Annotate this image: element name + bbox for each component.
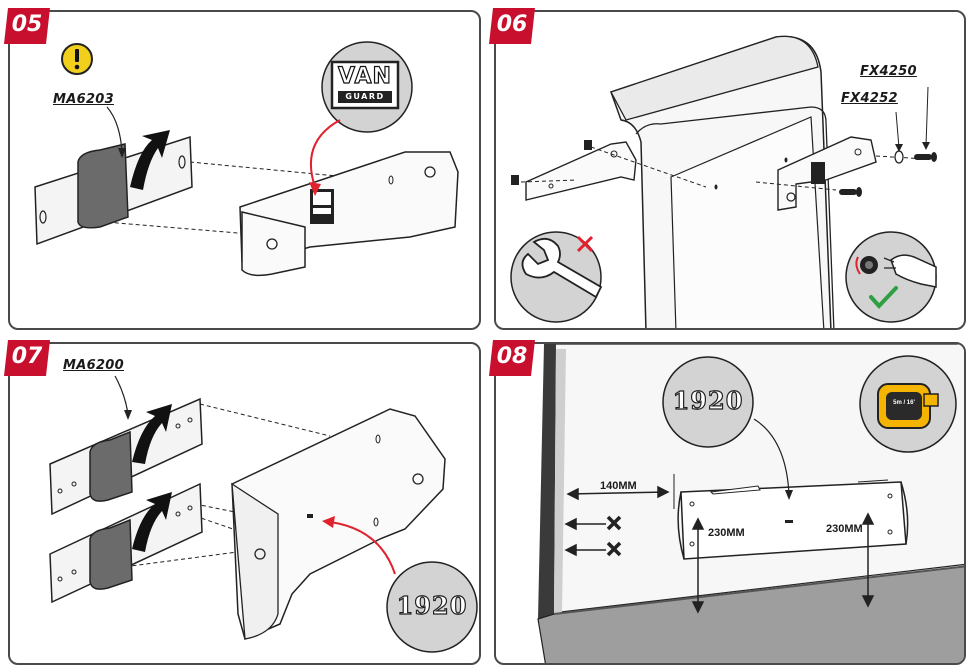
right-bracket [777, 136, 877, 211]
part-code-top: FX4250 [860, 64, 917, 79]
step-05-panel: MA6203 VAN GUARD [8, 10, 481, 330]
step-number: 05 [11, 12, 43, 37]
tape-measure-icon [877, 383, 939, 429]
id-callout-circle [662, 356, 754, 448]
red-pointer-arrow [309, 182, 321, 196]
step-badge-07: 07 [2, 338, 52, 378]
dim-left: 230MM [708, 527, 745, 539]
step-number: 08 [496, 344, 528, 369]
cross-icon [606, 515, 622, 557]
logo-text-guard: GUARD [338, 91, 392, 103]
curved-arrow-icon [132, 404, 172, 464]
hand-icon [883, 254, 937, 288]
washer-icon [894, 150, 904, 164]
velcro-strip-upper [49, 397, 203, 516]
bolt-icon [839, 187, 862, 197]
bolt-icon [914, 152, 937, 162]
roof-rail [677, 481, 909, 560]
red-pointer-arrow [322, 516, 335, 528]
step-badge-08: 08 [487, 338, 537, 378]
check-icon [869, 286, 898, 309]
part-code-mid: FX4252 [841, 91, 898, 106]
step-05-illustration [34, 41, 459, 277]
dim-horizontal: 140MM [600, 480, 637, 492]
step-07-illustration [49, 375, 478, 653]
part-code: MA6200 [63, 358, 124, 373]
nut-icon [584, 140, 592, 150]
dimension-lines [564, 474, 889, 614]
roof-rack-side [610, 35, 835, 328]
cross-icon [576, 235, 594, 253]
step-number: 06 [496, 12, 528, 37]
curved-arrow-icon [132, 492, 172, 552]
curved-arrow-icon [130, 130, 170, 190]
part-code: MA6203 [53, 92, 114, 107]
bracket [239, 151, 459, 277]
step-number: 07 [11, 344, 43, 369]
tape-text: 5m / 16' [893, 400, 915, 406]
warning-icon [61, 43, 93, 75]
step-07-panel: MA6200 1920 [8, 342, 481, 665]
wrench-icon [521, 237, 603, 299]
wrench-callout [510, 231, 602, 323]
step-06-illustration [510, 35, 937, 328]
step-badge-05: 05 [2, 6, 52, 46]
nut-icon [511, 175, 519, 185]
step-08-panel: 1920 5m / 16' 140MM 230MM 230MM [494, 342, 966, 665]
id-callout-circle [386, 561, 478, 653]
logo-text-van: VAN [337, 63, 392, 89]
step-06-panel: FX4250 FX4252 [494, 10, 966, 330]
nut-tighten-icon [855, 256, 878, 275]
velcro-strip [34, 135, 193, 246]
left-bracket [525, 141, 637, 201]
step-badge-06: 06 [487, 6, 537, 46]
step-08-illustration [537, 344, 964, 663]
dim-right: 230MM [826, 523, 863, 535]
callout-text: 1920 [672, 385, 744, 415]
callout-text: 1920 [396, 590, 468, 620]
